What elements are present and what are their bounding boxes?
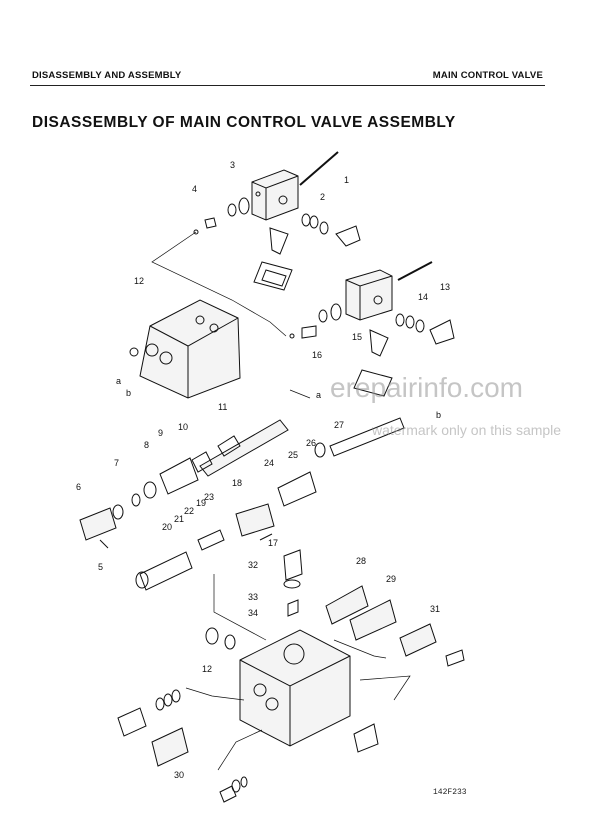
callout-a-left: a [116, 376, 121, 386]
callout-3: 3 [230, 160, 235, 170]
callout-13: 13 [440, 282, 450, 292]
callout-30: 30 [174, 770, 184, 780]
callout-16: 16 [312, 350, 322, 360]
upper-small-parts [193, 197, 361, 291]
watermark-site: erepairinfo.com [330, 372, 523, 403]
callout-31: 31 [430, 604, 440, 614]
callout-10: 10 [178, 422, 188, 432]
spool-assembly [79, 417, 405, 591]
callout-23: 23 [204, 492, 214, 502]
callout-9: 9 [158, 428, 163, 438]
callout-2: 2 [320, 192, 325, 202]
callout-32: 32 [248, 560, 258, 570]
callout-26: 26 [306, 438, 316, 448]
callout-34: 34 [248, 608, 258, 618]
callout-18: 18 [232, 478, 242, 488]
callout-8: 8 [144, 440, 149, 450]
leader-lines [151, 231, 411, 771]
valve-block-14 [289, 261, 455, 397]
callout-1: 1 [344, 175, 349, 185]
callout-19: 19 [196, 498, 206, 508]
section-header: DISASSEMBLY AND ASSEMBLY [32, 70, 182, 81]
callout-20: 20 [162, 522, 172, 532]
callout-4: 4 [192, 184, 197, 194]
callout-25: 25 [288, 450, 298, 460]
callout-21: 21 [174, 514, 184, 524]
callout-a-right: a [316, 390, 321, 400]
callout-27: 27 [334, 420, 344, 430]
header-rule [30, 85, 545, 86]
callout-24: 24 [264, 458, 274, 468]
callout-5: 5 [98, 562, 103, 572]
lower-valve-body [117, 549, 465, 803]
callout-15: 15 [352, 332, 362, 342]
valve-block-upper [251, 151, 339, 221]
main-valve-body [129, 299, 241, 399]
callout-b-left: b [126, 388, 131, 398]
callout-b-right: b [436, 410, 441, 420]
callout-7: 7 [114, 458, 119, 468]
callout-22: 22 [184, 506, 194, 516]
callout-12-lower: 12 [202, 664, 212, 674]
callout-29: 29 [386, 574, 396, 584]
callout-17: 17 [268, 538, 278, 548]
callout-labels: 1 2 3 4 5 6 7 8 9 10 11 12 13 14 15 16 1… [76, 160, 450, 780]
chapter-header: MAIN CONTROL VALVE [432, 70, 543, 81]
callout-33: 33 [248, 592, 258, 602]
callout-11: 11 [218, 402, 227, 412]
figure-code: 142F233 [433, 788, 467, 797]
callout-6: 6 [76, 482, 81, 492]
callout-28: 28 [356, 556, 366, 566]
callout-14: 14 [418, 292, 428, 302]
watermark-note: watermark only on this sample [372, 422, 562, 438]
page-title: DISASSEMBLY OF MAIN CONTROL VALVE ASSEMB… [32, 114, 456, 131]
callout-12: 12 [134, 276, 144, 286]
